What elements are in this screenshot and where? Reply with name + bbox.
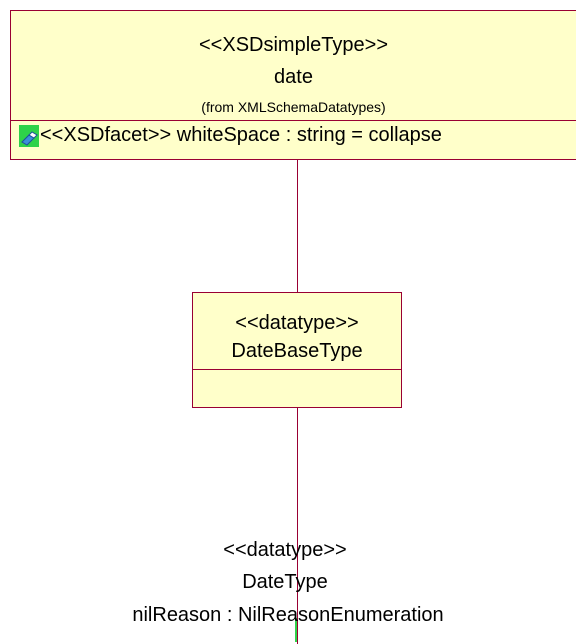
datetype-class-name[interactable]: DateType (242, 571, 328, 593)
datebasetype-class-box[interactable]: <<datatype>> DateBaseType (192, 292, 402, 408)
datebasetype-stereotype: <<datatype>> (235, 312, 359, 334)
generalization-line-datebasetype (297, 408, 298, 644)
selection-marker (295, 618, 297, 642)
date-class-box[interactable]: <<XSDsimpleType>> date (from XMLSchemaDa… (10, 10, 576, 160)
date-class-origin: (from XMLSchemaDatatypes) (201, 99, 386, 115)
datetype-stereotype: <<datatype>> (223, 539, 347, 561)
generalization-line-date (297, 160, 298, 292)
datetype-attribute: nilReason : NilReasonEnumeration (132, 604, 444, 626)
attribute-compartment-divider (11, 120, 576, 121)
datebasetype-class-name: DateBaseType (231, 340, 363, 362)
date-class-name: date (274, 66, 313, 88)
date-stereotype: <<XSDsimpleType>> (199, 34, 388, 56)
facet-icon (19, 124, 39, 147)
date-attribute-text: <<XSDfacet>> whiteSpace : string = colla… (40, 124, 442, 146)
date-attribute-row[interactable]: <<XSDfacet>> whiteSpace : string = colla… (19, 124, 442, 147)
attribute-compartment-divider (193, 369, 401, 370)
